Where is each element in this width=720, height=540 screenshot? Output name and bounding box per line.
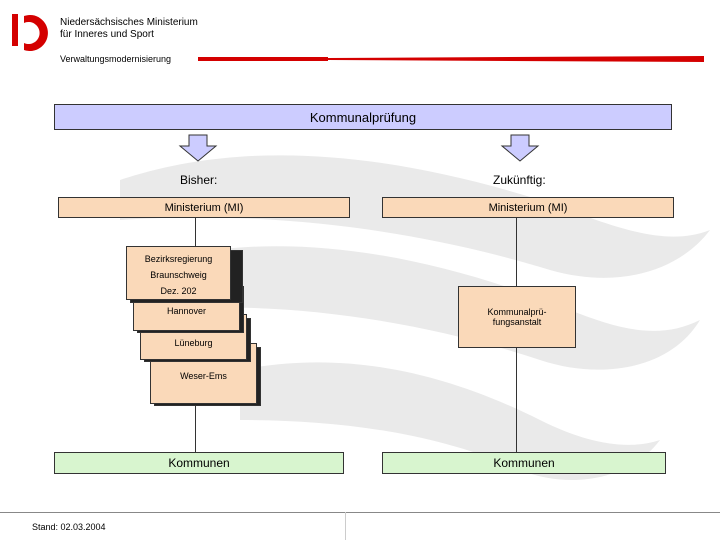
footer-divider-vertical [345, 512, 346, 540]
audit-institution-line2: fungsanstalt [492, 317, 542, 327]
card-braunschweig-line1: Bezirksregierung [144, 254, 213, 264]
diagram-title-box: Kommunalprüfung [54, 104, 672, 130]
municipalities-box-current-label: Kommunen [168, 456, 230, 470]
audit-institution-box: Kommunalprü- fungsanstalt [458, 286, 576, 348]
card-lueneburg-label: Lüneburg [174, 338, 213, 348]
card-braunschweig-line3: Dez. 202 [160, 286, 197, 296]
municipalities-box-future-label: Kommunen [493, 456, 555, 470]
municipalities-box-future: Kommunen [382, 452, 666, 474]
municipalities-box-current: Kommunen [54, 452, 344, 474]
audit-institution-line1: Kommunalprü- [487, 307, 547, 317]
ministry-box-current-label: Ministerium (MI) [164, 201, 244, 214]
arrow-down-icon [500, 134, 540, 162]
footer-date: Stand: 02.03.2004 [32, 522, 106, 532]
heading-current: Bisher: [180, 173, 218, 187]
heading-future: Zukünftig: [493, 173, 546, 187]
footer-divider [0, 512, 720, 513]
ministry-name-line1: Niedersächsisches Ministerium [60, 17, 198, 28]
ministry-name: Niedersächsisches Ministerium für Innere… [60, 17, 198, 41]
diagram-title: Kommunalprüfung [309, 109, 417, 125]
ministry-name-line2: für Inneres und Sport [60, 29, 154, 40]
ministry-box-future-label: Ministerium (MI) [488, 201, 568, 214]
department-label: Verwaltungsmodernisierung [60, 54, 172, 64]
ministry-logo [12, 14, 48, 51]
card-braunschweig: Bezirksregierung Braunschweig Dez. 202 [126, 246, 231, 300]
ministry-box-future: Ministerium (MI) [382, 197, 674, 218]
card-braunschweig-line2: Braunschweig [150, 270, 207, 280]
card-hannover-label: Hannover [166, 306, 207, 316]
ministry-box-current: Ministerium (MI) [58, 197, 350, 218]
card-weser-ems-label: Weser-Ems [180, 371, 227, 381]
arrow-down-icon [178, 134, 218, 162]
header-red-line [198, 56, 704, 62]
